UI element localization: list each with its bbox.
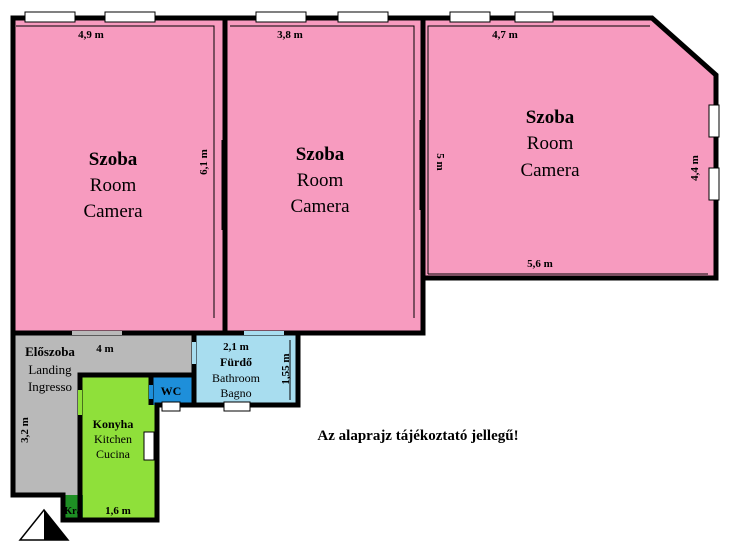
room3-inner-line [427, 25, 650, 274]
room3-name-hu: Szoba [526, 107, 575, 128]
wc-area [151, 375, 194, 405]
hall-name-en: Landing [28, 362, 72, 377]
hall-name-it: Ingresso [28, 379, 72, 394]
room2-depth: 5 m [434, 153, 446, 170]
room3-name-it: Camera [520, 160, 580, 181]
hall-width: 4 m [96, 343, 113, 355]
room2-name-it: Camera [290, 196, 350, 217]
room1-inner-line [16, 25, 215, 318]
room1-name-en: Room [90, 175, 137, 196]
bath-width: 2,1 m [223, 341, 249, 353]
room1-width: 4,9 m [78, 29, 104, 41]
room3-name-en: Room [527, 133, 574, 154]
door-hall-room2 [244, 331, 284, 335]
hall-depth: 3,2 m [19, 417, 31, 443]
door-bath [192, 342, 196, 364]
room3-width-bottom: 5,6 m [527, 258, 553, 270]
bath-name-hu: Fürdő [220, 355, 252, 369]
door-wc [149, 385, 153, 399]
bath-name-it: Bagno [220, 386, 251, 400]
bath-depth: 1,55 m [280, 353, 292, 384]
kitchen-area [80, 375, 157, 520]
north-arrow-icon [18, 508, 70, 541]
room3-area [423, 18, 716, 278]
room2-area [225, 18, 421, 333]
hall-name-hu: Előszoba [25, 344, 75, 359]
kitchen-name-hu: Konyha [93, 417, 134, 431]
room1-area [13, 18, 223, 333]
room3-depth: 4,4 m [689, 155, 701, 181]
room2-name-en: Room [297, 170, 344, 191]
room2-inner-line [230, 25, 415, 318]
kitchen-name-en: Kitchen [94, 432, 132, 446]
kitchen-name-it: Cucina [96, 447, 131, 461]
pantry-label: Kra [64, 506, 81, 517]
room2-width: 3,8 m [277, 29, 303, 41]
room1-name-it: Camera [83, 201, 143, 222]
door-kitchen [78, 390, 82, 415]
room2-name-hu: Szoba [296, 144, 345, 165]
room1-depth: 6,1 m [198, 149, 210, 175]
wc-label: WC [161, 384, 182, 398]
room3-width-top: 4,7 m [492, 29, 518, 41]
door-hall-room1 [72, 331, 122, 335]
windows [24, 11, 720, 461]
disclaimer-note: Az alaprajz tájékoztató jellegű! [317, 428, 518, 444]
room1-name-hu: Szoba [89, 149, 138, 170]
kitchen-width: 1,6 m [105, 505, 131, 517]
bath-area [194, 333, 296, 405]
bath-name-en: Bathroom [212, 371, 261, 385]
